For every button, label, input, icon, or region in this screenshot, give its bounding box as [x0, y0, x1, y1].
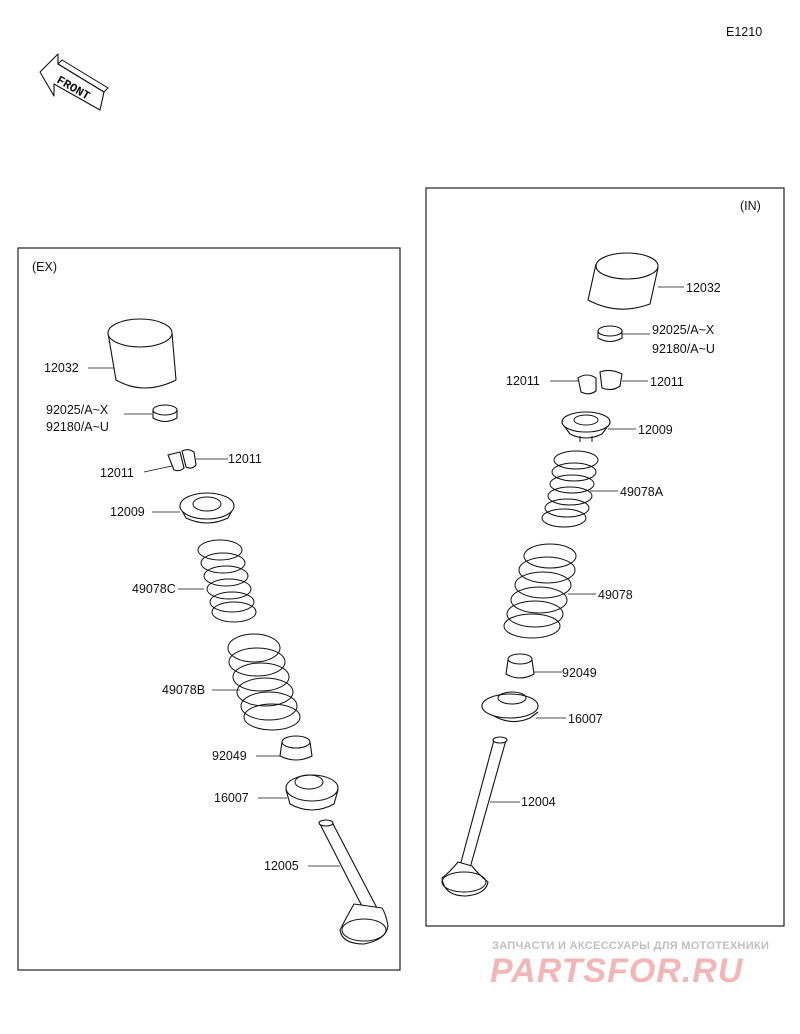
in-label-seat: 16007 — [568, 712, 603, 726]
in-label-cover: 12032 — [686, 281, 721, 295]
ex-label-spring-outer: 49078B — [162, 683, 205, 697]
front-arrow-icon: FRONT — [39, 53, 109, 111]
ex-tappet-cover — [107, 318, 177, 389]
in-label-spring-outer: 49078 — [598, 588, 633, 602]
ex-label-shim-b: 92180/A~U — [46, 420, 109, 434]
in-label-spring-inner: 49078A — [620, 485, 664, 499]
ex-label-spring-inner: 49078C — [132, 582, 176, 596]
ex-label-seat: 16007 — [214, 791, 249, 805]
ex-spring-retainer — [179, 492, 235, 524]
in-shim — [597, 325, 623, 343]
in-inner-spring — [541, 450, 599, 528]
ex-label-keeper-r: 12011 — [228, 452, 262, 466]
ex-label-valve: 12005 — [264, 859, 299, 873]
ex-label-shim-a: 92025/A~X — [46, 403, 109, 417]
watermark-tagline: ЗАПЧАСТИ И АКСЕССУАРЫ ДЛЯ МОТОТЕХНИКИ — [492, 940, 769, 952]
in-valve-keepers — [577, 369, 623, 395]
intake-panel — [425, 187, 785, 927]
in-label-valve: 12004 — [521, 795, 556, 809]
ex-label-seal: 92049 — [212, 749, 247, 763]
ex-inner-spring — [197, 539, 257, 623]
ex-label-cover: 12032 — [44, 361, 79, 375]
watermark-logo: PARTSFOR.RU — [490, 952, 744, 990]
ex-outer-spring — [227, 633, 301, 731]
exhaust-title: (EX) — [32, 260, 57, 274]
in-label-keeper-r: 12011 — [650, 375, 684, 389]
in-label-retainer: 12009 — [638, 423, 673, 437]
in-outer-spring — [503, 543, 577, 639]
in-label-keeper-l: 12011 — [506, 374, 540, 388]
exhaust-panel — [17, 247, 401, 971]
in-spring-retainer — [561, 411, 611, 442]
in-label-seal: 92049 — [562, 666, 597, 680]
ex-shim — [152, 404, 178, 423]
ex-spring-seat — [285, 774, 339, 811]
in-label-shim-b: 92180/A~U — [652, 342, 715, 356]
ex-valve-seal — [279, 735, 313, 761]
ex-valve — [318, 819, 389, 945]
ex-valve-keepers — [167, 449, 197, 472]
in-tappet-cover — [587, 252, 659, 310]
in-valve-seal — [505, 653, 535, 679]
ex-label-keeper-l: 12011 — [100, 466, 134, 480]
in-label-shim-a: 92025/A~X — [652, 323, 715, 337]
diagram-code: E1210 — [726, 25, 762, 39]
intake-title: (IN) — [740, 199, 761, 213]
in-spring-seat — [481, 691, 539, 723]
in-valve — [441, 736, 508, 897]
ex-label-retainer: 12009 — [110, 505, 145, 519]
